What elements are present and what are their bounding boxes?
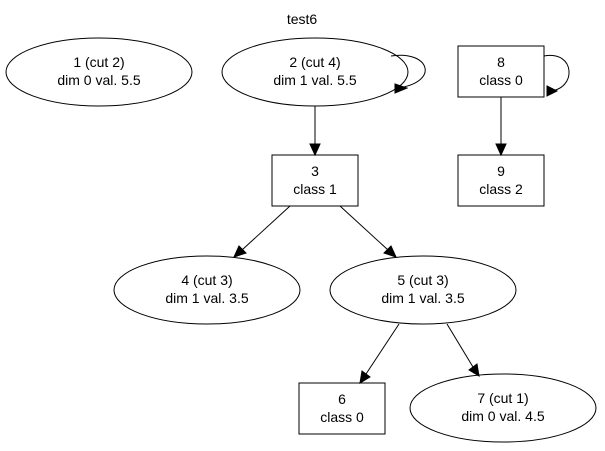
edge-2-2-arrowhead [394, 83, 409, 94]
node-3: 3 class 1 [271, 154, 359, 207]
edge-3-4-line [241, 205, 291, 251]
edge-8-8-line [543, 54, 570, 92]
edge-5-7-arrowhead [468, 363, 480, 377]
graph-title: test6 [287, 11, 318, 27]
edge-3-5 [339, 205, 397, 258]
node-3-sublabel: class 1 [293, 181, 337, 197]
edge-5-6 [359, 323, 400, 384]
node-2-sublabel: dim 1 val. 5.5 [273, 72, 356, 88]
node-7: 7 (cut 1) dim 0 val. 4.5 [409, 373, 597, 443]
edge-8-9 [495, 97, 507, 157]
node-9-shape [457, 154, 545, 207]
edge-3-5-line [339, 205, 389, 251]
edge-3-4 [233, 205, 291, 258]
edge-5-6-line [365, 323, 400, 375]
edge-2-3 [309, 106, 321, 157]
edge-5-7 [446, 323, 480, 377]
node-6-sublabel: class 0 [320, 409, 364, 425]
edge-2-2-line [390, 54, 426, 89]
node-4-shape [113, 255, 301, 325]
node-5-shape [329, 255, 517, 325]
node-9-sublabel: class 2 [479, 181, 523, 197]
node-5-label: 5 (cut 3) [397, 272, 448, 288]
node-1: 1 (cut 2) dim 0 val. 5.5 [5, 37, 193, 107]
node-1-label: 1 (cut 2) [73, 54, 124, 70]
edge-8-8 [543, 54, 570, 97]
node-6: 6 class 0 [298, 382, 386, 435]
node-3-label: 3 [311, 163, 319, 179]
edge-8-8-arrowhead [546, 85, 559, 97]
node-8-label: 8 [497, 54, 505, 70]
node-9: 9 class 2 [457, 154, 545, 207]
node-4-label: 4 (cut 3) [181, 272, 232, 288]
node-8-sublabel: class 0 [479, 72, 523, 88]
node-7-label: 7 (cut 1) [477, 390, 528, 406]
node-4: 4 (cut 3) dim 1 val. 3.5 [113, 255, 301, 325]
edge-2-2 [390, 54, 426, 94]
node-7-sublabel: dim 0 val. 4.5 [461, 408, 544, 424]
node-2-label: 2 (cut 4) [289, 54, 340, 70]
node-3-shape [271, 154, 359, 207]
node-1-sublabel: dim 0 val. 5.5 [57, 72, 140, 88]
node-5: 5 (cut 3) dim 1 val. 3.5 [329, 255, 517, 325]
edge-5-7-line [446, 323, 474, 368]
node-5-sublabel: dim 1 val. 3.5 [381, 290, 464, 306]
node-7-shape [409, 373, 597, 443]
node-4-sublabel: dim 1 val. 3.5 [165, 290, 248, 306]
node-1-shape [5, 37, 193, 107]
node-6-label: 6 [338, 391, 346, 407]
edge-5-6-arrowhead [359, 370, 371, 384]
node-8: 8 class 0 [457, 45, 545, 98]
node-2: 2 (cut 4) dim 1 val. 5.5 [221, 37, 409, 107]
node-6-shape [298, 382, 386, 435]
edge-3-5-arrowhead [383, 245, 397, 258]
edge-2-3-arrowhead [309, 143, 321, 157]
edge-3-4-arrowhead [233, 245, 247, 258]
edge-8-9-arrowhead [495, 143, 507, 157]
node-9-label: 9 [497, 163, 505, 179]
